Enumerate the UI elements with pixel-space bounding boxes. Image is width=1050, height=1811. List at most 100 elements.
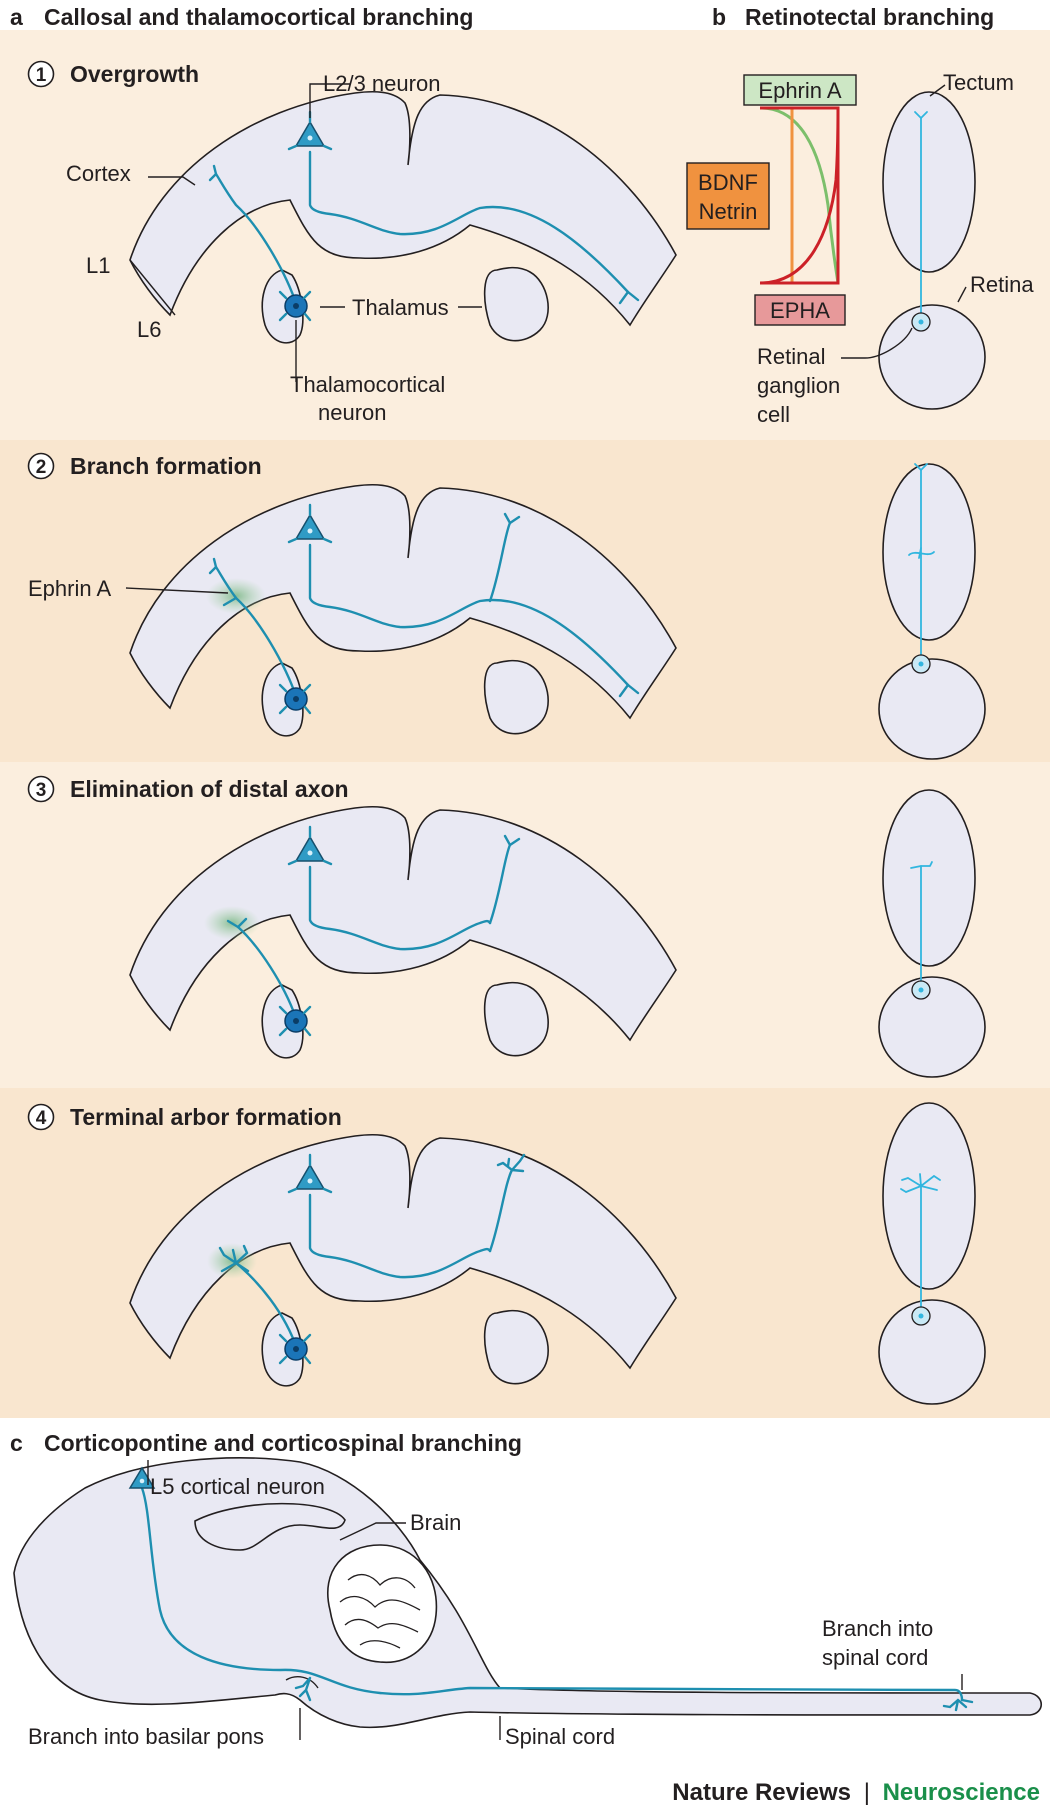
thalamocortical-axon: [214, 565, 299, 701]
ephrin-a-label: Ephrin A: [28, 576, 111, 601]
thalamocortical-axon: [214, 172, 299, 308]
l23-neuron-soma: [294, 835, 326, 862]
cortex-leader: [148, 176, 196, 186]
thalamocortical-neuron-nucleus: [293, 1346, 299, 1352]
thalamocortical-branch: [222, 596, 238, 607]
thalamus-label: Thalamus: [352, 295, 449, 320]
thalamocortical-axon: [234, 1261, 299, 1351]
axon-terminal: [618, 290, 640, 305]
sagittal-brain-diagram: L5 cortical neuron Brain Branch into spi…: [13, 1457, 1043, 1749]
tectum-leader: [929, 84, 946, 97]
cerebellar-folia: [339, 1573, 421, 1649]
layer-range-leader: [129, 259, 176, 316]
stage-number: 4: [36, 1108, 47, 1129]
stage-2-diagram: Ephrin A: [28, 483, 677, 737]
spinal-branch-arbor: [942, 1698, 974, 1712]
stage-title: Overgrowth: [70, 61, 199, 87]
callosal-axon: [308, 865, 492, 951]
gradient-frame: [760, 106, 840, 285]
retinal-ganglion-cell-nucleus: [918, 661, 924, 667]
stage-number-badge: [27, 60, 55, 88]
retinotectal-stage-2: [878, 463, 986, 760]
bdnf-netrin-box: [686, 162, 770, 230]
retinotectal-stage-3: [878, 789, 986, 1078]
brain-label: Brain: [410, 1510, 461, 1535]
stage-4-header: 4 Terminal arbor formation: [27, 1103, 342, 1131]
rgc-interstitial-branch: [908, 547, 935, 559]
retina: [878, 1299, 986, 1405]
ephrin-a-gradient-curve: [760, 106, 840, 284]
l23-neuron-soma: [294, 1163, 326, 1190]
corpus-callosum: [194, 1502, 346, 1551]
axon-terminal: [618, 683, 640, 698]
callosal-branch: [488, 1168, 514, 1253]
stage-3-diagram: [129, 805, 677, 1059]
spinal-branch-label-2: spinal cord: [822, 1645, 928, 1670]
axon-terminal: [503, 512, 521, 525]
l1-label: L1: [86, 253, 110, 278]
stage-number: 1: [36, 65, 47, 86]
l23-neuron-nucleus: [307, 850, 313, 856]
tectum-label: Tectum: [943, 70, 1014, 95]
thalamocortical-neuron-nucleus: [293, 696, 299, 702]
l23-neuron-leader: [309, 83, 350, 118]
retinotectal-stage-1: Tectum Retina Retinal ganglion cell: [757, 70, 1034, 427]
brain-leader: [339, 1522, 406, 1541]
stage-title: Terminal arbor formation: [70, 1104, 342, 1130]
rgc-terminal-arbor: [900, 1173, 941, 1193]
retinal-ganglion-cell-nucleus: [918, 1313, 924, 1319]
l23-neuron-label: L2/3 neuron: [323, 71, 440, 96]
thalamocortical-neuron-nucleus: [293, 303, 299, 309]
thalamus-right: [483, 981, 549, 1057]
thalamocortical-label: Thalamocortical: [290, 372, 445, 397]
journal-section: Neuroscience: [883, 1779, 1040, 1806]
thalamocortical-dendrites: [278, 1005, 312, 1037]
l23-dendrites: [287, 1153, 333, 1194]
panel-b-title: Retinotectal branching: [745, 4, 994, 30]
stage-1-diagram: Cortex L1 L6 L2/3 neuron Thalamus Thalam…: [66, 71, 677, 425]
callosal-branch: [488, 521, 512, 603]
stage-number-badge: [27, 775, 55, 803]
thalamocortical-terminal-arbor: [218, 1244, 250, 1273]
stage-title: Elimination of distal axon: [70, 776, 349, 802]
axon-terminal: [208, 557, 218, 575]
axon-terminal: [503, 834, 521, 847]
thalamocortical-dendrites: [278, 290, 312, 322]
epha-box: [754, 294, 846, 326]
corticospinal-axon: [140, 1486, 964, 1702]
axon-terminal: [208, 164, 218, 182]
thalamus-right: [483, 1309, 549, 1385]
basilar-pons: [285, 1676, 319, 1689]
retina: [878, 976, 986, 1078]
cerebellum: [327, 1544, 438, 1664]
thalamus-right: [483, 659, 549, 735]
thalamocortical-neuron-nucleus: [293, 1018, 299, 1024]
callosal-axon: [308, 1193, 492, 1279]
l5-neuron-label: L5 cortical neuron: [150, 1474, 325, 1499]
rgc-label-2: ganglion: [757, 373, 840, 398]
ephrin-a-box: [743, 74, 857, 106]
l5-neuron-nucleus: [139, 1478, 145, 1484]
netrin-label: Netrin: [699, 199, 758, 224]
thalamocortical-dendrites: [278, 683, 312, 715]
stage-4-diagram: [129, 1133, 677, 1387]
callosal-terminal-arbor: [496, 1153, 526, 1173]
journal-name: Nature Reviews: [672, 1779, 851, 1806]
journal-credit: Nature Reviews | Neuroscience: [672, 1779, 1040, 1806]
panel-c-title: Corticopontine and corticospinal branchi…: [44, 1430, 522, 1456]
ephrin-a-leader: [125, 587, 229, 594]
stage-number-badge: [27, 452, 55, 480]
rgc-label-3: cell: [757, 402, 790, 427]
axon-terminal: [226, 917, 248, 929]
stage-number: 2: [36, 457, 47, 478]
rgc-label-1: Retinal: [757, 344, 825, 369]
l23-neuron-soma: [294, 513, 326, 540]
spinal-branch-label-1: Branch into: [822, 1616, 933, 1641]
thalamus-right: [483, 266, 549, 342]
journal-separator: |: [864, 1779, 870, 1806]
l23-dendrites: [287, 503, 333, 544]
retina: [878, 304, 986, 410]
rgc-branch-remnant: [910, 861, 933, 869]
callosal-branch: [488, 843, 512, 925]
stage-3-header: 3 Elimination of distal axon: [27, 775, 349, 803]
